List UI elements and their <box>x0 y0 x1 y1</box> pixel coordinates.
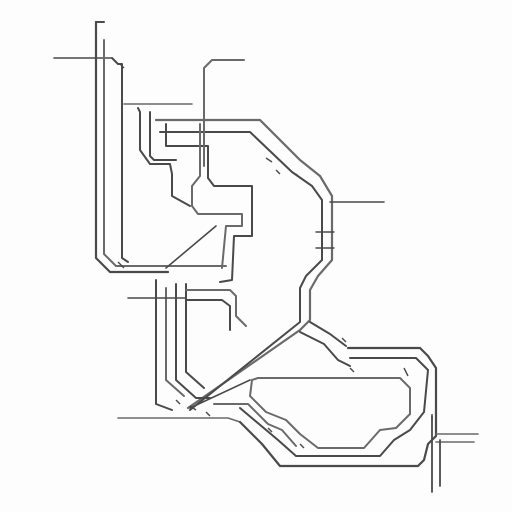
track-long-left-h <box>117 417 241 423</box>
track-group <box>53 20 479 493</box>
track-left-inner <box>103 39 227 267</box>
track-right-stub <box>315 231 335 249</box>
tick-mark-3 <box>275 169 281 175</box>
track-lower-left-3 <box>175 283 211 399</box>
track-center-2 <box>191 123 243 269</box>
track-center-1 <box>165 123 253 283</box>
track-upper-bar-3 <box>149 111 177 161</box>
tick-mark-10 <box>267 427 273 433</box>
track-lower-left-4 <box>185 283 205 389</box>
track-bottom-right-v <box>431 415 441 493</box>
track-lower-left-1 <box>155 279 173 411</box>
tick-mark-0 <box>117 261 125 269</box>
tick-group <box>117 63 433 449</box>
track-lower-mid <box>185 289 247 327</box>
tick-mark-6 <box>349 367 355 373</box>
track-upper-bar-2 <box>137 107 191 207</box>
tick-mark-1 <box>119 63 125 69</box>
track-lower-mid-2 <box>185 299 231 331</box>
track-loop-inner-2 <box>213 403 297 447</box>
track-diagonal-main <box>154 118 334 410</box>
track-loop-cross <box>189 379 251 409</box>
track-loop-outer <box>238 346 438 468</box>
track-left-drop <box>111 57 129 263</box>
tick-mark-9 <box>205 411 211 417</box>
tick-mark-2 <box>265 157 273 163</box>
tick-mark-7 <box>403 367 409 377</box>
track-loop-inner <box>249 377 411 449</box>
tick-mark-4 <box>295 173 301 179</box>
track-loop-lead-1 <box>309 321 347 347</box>
track-center-diag <box>165 225 217 269</box>
tick-mark-5 <box>341 337 347 343</box>
track-upper-right <box>203 59 245 167</box>
tick-mark-13 <box>189 405 197 411</box>
tick-mark-11 <box>299 443 305 449</box>
track-left-outer <box>94 20 170 274</box>
track-bottom-right-h <box>435 433 479 443</box>
track-diagonal-inner <box>159 131 323 411</box>
track-loop-lead-2 <box>299 331 351 367</box>
tick-mark-8 <box>175 399 181 405</box>
track-lower-left-2 <box>165 287 185 397</box>
track-loop-middle <box>239 357 429 457</box>
